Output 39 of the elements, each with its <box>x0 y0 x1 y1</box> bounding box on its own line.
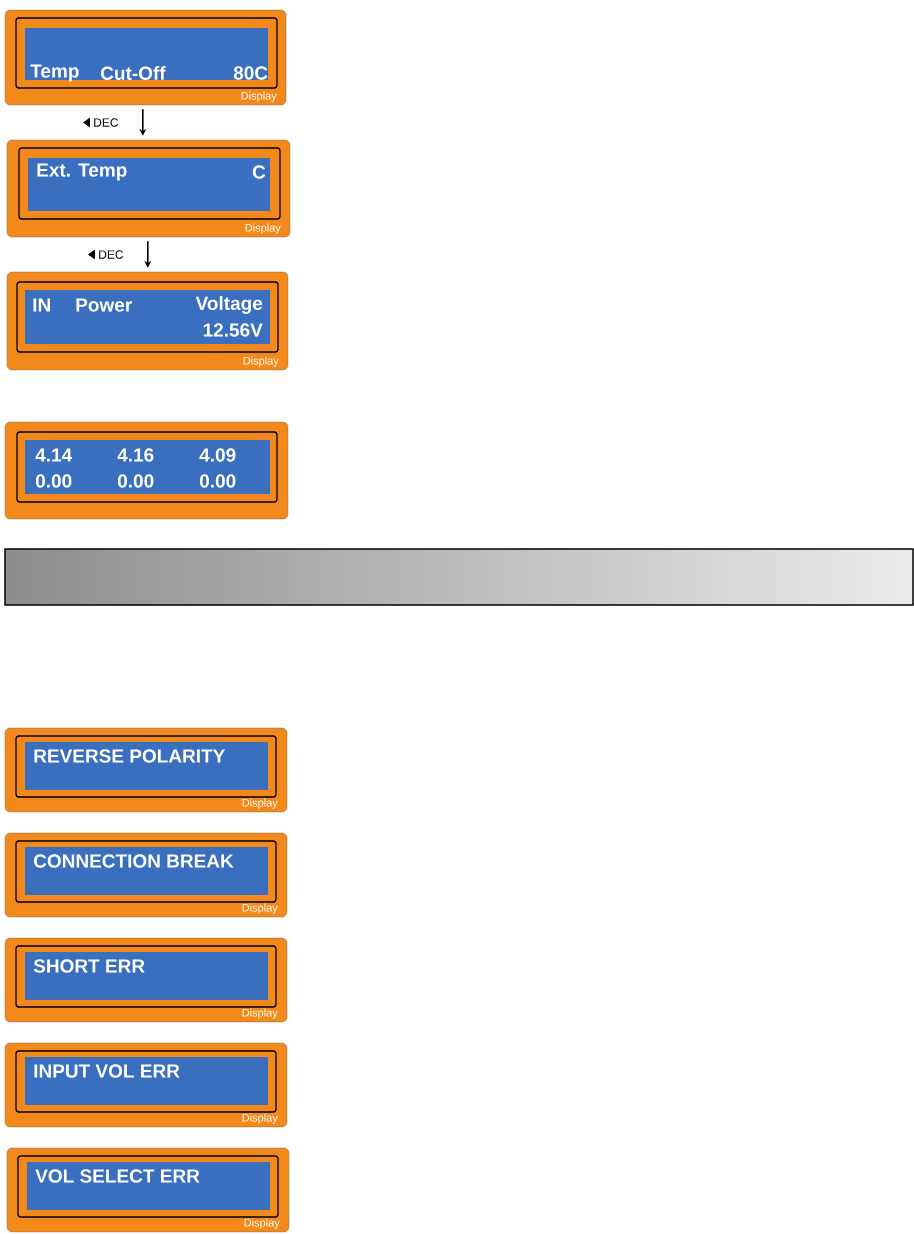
lcd-display <box>4 421 289 520</box>
screen-text: 4.14 <box>35 448 73 462</box>
screen-text: CONNECTION BREAK <box>34 854 234 868</box>
lcd-display <box>6 1147 290 1233</box>
screen-text: 12.56V <box>203 323 263 337</box>
screen-text: REVERSE POLARITY <box>34 749 225 763</box>
lcd-display <box>4 832 288 918</box>
lcd-display <box>6 139 291 238</box>
screen-text: 4.16 <box>117 448 154 462</box>
display-label: Display <box>242 903 278 914</box>
screen-text: INPUT VOL ERR <box>34 1064 180 1078</box>
display-label: Display <box>244 1218 280 1229</box>
edge-label: DEC <box>94 118 119 127</box>
screen-text: VOL SELECT ERR <box>35 1169 200 1183</box>
screen-text: 0.00 <box>35 474 72 488</box>
screen-text: C <box>252 165 266 179</box>
screen-text: Voltage <box>195 296 263 314</box>
screen-text: 80C <box>233 66 268 80</box>
lcd-display <box>4 9 287 106</box>
screen-text: SHORT ERR <box>33 959 145 973</box>
screen-text: Ext. Temp <box>37 163 127 181</box>
screen-text: 0.00 <box>199 474 236 488</box>
edge-label: DEC <box>99 250 124 259</box>
screen-text: Power <box>76 298 132 312</box>
screen-text: Cut-Off <box>101 66 166 80</box>
display-label: Display <box>243 356 279 367</box>
screen-text: Temp <box>30 64 79 82</box>
display-label: Display <box>241 91 277 102</box>
lcd-display <box>6 271 289 371</box>
lcd-display <box>4 727 288 813</box>
lcd-display <box>4 937 288 1023</box>
display-label: Display <box>242 1008 278 1019</box>
screen-text: 4.09 <box>199 448 236 462</box>
display-label: Display <box>242 1113 278 1124</box>
display-label: Display <box>245 223 281 234</box>
screen-text: 0.00 <box>117 474 154 488</box>
display-label: Display <box>242 798 278 809</box>
lcd-display <box>4 1042 288 1128</box>
screen-text: IN <box>33 298 50 312</box>
